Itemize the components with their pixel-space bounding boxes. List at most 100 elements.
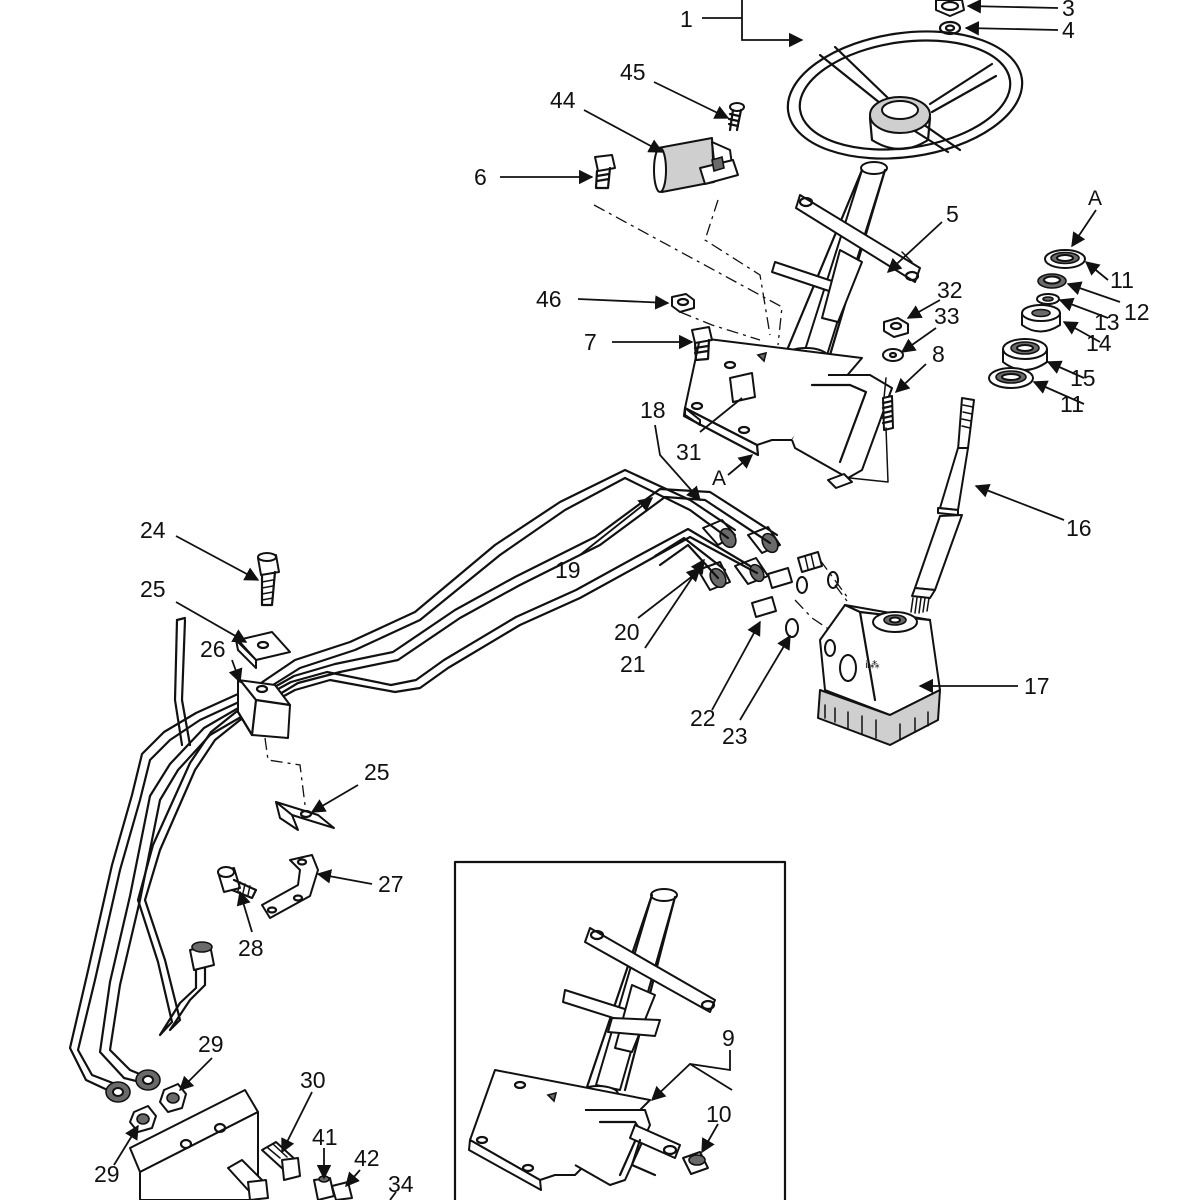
screw-7 [691,326,713,362]
label-part-1: 1 [680,6,693,32]
steering-shaft [910,397,975,614]
label-part-19: 19 [555,557,581,583]
clamp-guide-line [264,737,306,806]
label-part-28: 28 [238,935,264,961]
label-part-34: 34 [388,1171,414,1197]
switch-44 [653,137,739,193]
inset-part-10 [682,1151,709,1175]
bolt-24 [257,552,280,607]
stud-8 [881,395,894,431]
washer-33 [882,348,904,362]
label-part-29-lower: 29 [94,1161,120,1187]
leader-lines [113,0,1121,1200]
label-part-23: 23 [722,723,748,749]
label-part-22: 22 [690,705,716,731]
label-part-44: 44 [550,87,576,113]
label-part-13: 13 [1094,309,1120,335]
adapter-c [751,596,777,618]
label-part-16: 16 [1066,515,1092,541]
svg-text:ⅱ⁂: ⅱ⁂ [865,660,880,671]
frame-plate [129,1089,259,1200]
label-part-9: 9 [722,1025,735,1051]
label-part-20: 20 [614,619,640,645]
label-part-18: 18 [640,397,666,423]
cap-29-lower [129,1105,157,1133]
bearing-stack [988,249,1086,389]
inset-mounting-bracket [468,1069,651,1191]
column-support-bracket [771,194,921,323]
steering-wheel [786,30,1024,160]
o-ring-a [827,571,839,589]
label-part-5: 5 [946,201,959,227]
inset-column-support [562,927,716,1053]
washer-13 [1036,293,1060,305]
clamp-block-26 [236,678,292,739]
label-part-25-lower: 25 [364,759,390,785]
label-part-17: 17 [1024,673,1050,699]
seal-11-bottom [988,367,1034,389]
inset-bracket-9 [629,1124,681,1177]
bearing-14 [1021,304,1061,333]
callout-labels: 1 3 4 45 44 6 5 A 11 12 13 14 15 11 46 7… [94,0,1150,1197]
label-part-41: 41 [312,1124,338,1150]
tube-end-fittings [105,941,215,1103]
label-part-32: 32 [937,277,963,303]
fitting-bottom-left [227,1159,269,1200]
nut [935,0,965,17]
label-part-3: 3 [1062,0,1075,21]
fitting-30 [261,1141,301,1181]
label-part-31: 31 [676,439,702,465]
bolt-28 [217,866,258,900]
label-part-4: 4 [1062,17,1075,43]
adapter-b [767,567,793,589]
fitting-cap-d [697,561,731,591]
screw-6 [594,154,616,190]
bracket-27 [261,854,319,919]
assembly-guide-lines [593,199,913,483]
mounting-bracket [682,337,893,489]
adapter-a [797,551,823,573]
snap-ring-12 [1037,273,1067,289]
label-part-15: 15 [1070,365,1096,391]
label-part-27: 27 [378,871,404,897]
nut-32 [883,317,909,338]
steering-motor: ⅱ⁂ [817,603,941,746]
label-part-45: 45 [620,59,646,85]
label-part-46: 46 [536,286,562,312]
label-part-10: 10 [706,1101,732,1127]
hydraulic-tubes [68,468,779,1096]
label-part-11-bottom: 11 [1060,391,1084,417]
bearing-15 [1002,338,1048,371]
seal-11-top [1044,249,1086,269]
inset-detail-box [453,860,787,1200]
clip-25-upper [235,631,291,669]
label-ref-a-lower: A [712,467,726,490]
o-ring-b [796,576,808,594]
label-part-21: 21 [620,651,646,677]
label-part-29-upper: 29 [198,1031,224,1057]
screw-45 [727,102,745,132]
washer [938,20,962,36]
label-part-14: 14 [1086,330,1112,356]
decal [729,372,756,403]
label-part-33: 33 [934,303,960,329]
clip-25-lower [275,801,335,831]
label-part-25-upper: 25 [140,576,166,602]
label-part-12: 12 [1124,299,1150,325]
fitting-42 [331,1181,353,1200]
o-ring-23 [785,618,799,638]
label-part-6: 6 [474,164,487,190]
label-part-11-top: 11 [1110,267,1134,293]
nut-46 [671,293,695,313]
label-part-30: 30 [300,1067,326,1093]
fitting-41 [313,1175,335,1200]
label-part-8: 8 [932,341,945,367]
label-part-7: 7 [584,329,597,355]
label-ref-a-top: A [1088,187,1102,210]
label-part-24: 24 [140,517,166,543]
hydraulic-fittings [697,519,851,638]
label-part-42: 42 [354,1145,380,1171]
inset-steering-column [577,888,678,1103]
label-part-26: 26 [200,636,226,662]
